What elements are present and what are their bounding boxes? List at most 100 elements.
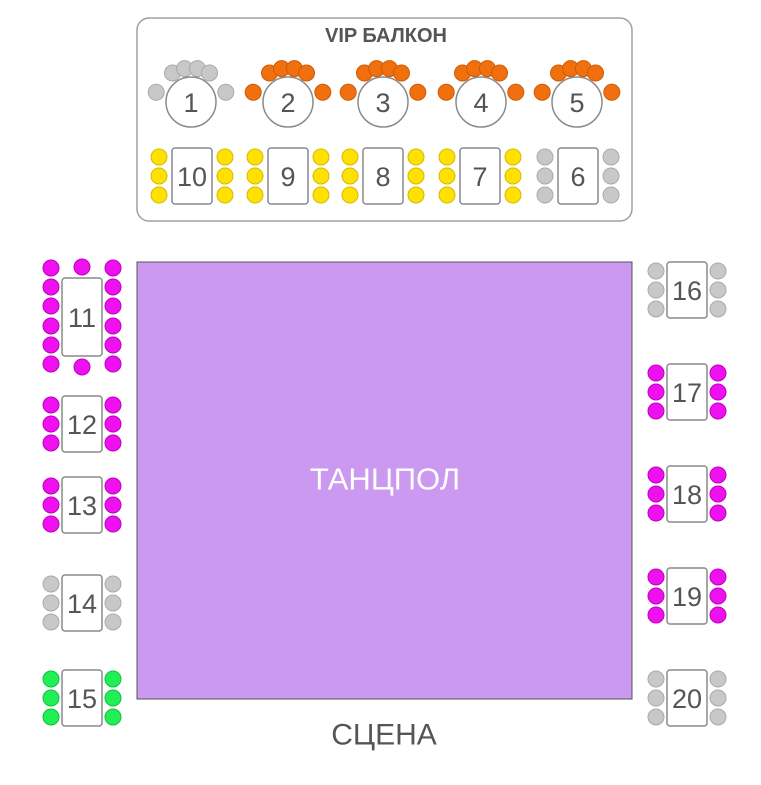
seat	[314, 83, 332, 101]
seat	[42, 496, 60, 514]
seat	[602, 186, 620, 204]
seat	[709, 402, 727, 420]
seat	[104, 708, 122, 726]
rect-table-top	[61, 574, 103, 632]
seat	[246, 148, 264, 166]
rect-table-top	[666, 465, 708, 523]
seat	[42, 613, 60, 631]
table-number: 14	[67, 589, 97, 619]
seat	[104, 575, 122, 593]
seat	[104, 515, 122, 533]
seat	[42, 594, 60, 612]
table-number: 1	[183, 88, 198, 118]
seat	[407, 186, 425, 204]
seat	[407, 167, 425, 185]
rect-table-top	[557, 147, 599, 205]
rect-table-top	[666, 363, 708, 421]
table-8[interactable]: 8	[341, 147, 425, 205]
seat	[42, 415, 60, 433]
rect-table-top	[61, 669, 103, 727]
seat	[709, 383, 727, 401]
seat	[709, 281, 727, 299]
seat	[393, 64, 410, 82]
seat	[709, 364, 727, 382]
round-table-top	[165, 76, 217, 128]
seat	[104, 689, 122, 707]
seat	[104, 278, 122, 296]
table-7[interactable]: 7	[438, 147, 522, 205]
seat	[647, 504, 665, 522]
seat	[647, 587, 665, 605]
seat	[533, 83, 551, 101]
seat	[217, 83, 235, 101]
seat	[42, 575, 60, 593]
seat	[709, 300, 727, 318]
table-number: 9	[280, 162, 295, 192]
seat	[42, 355, 60, 373]
seat	[150, 186, 168, 204]
seat	[536, 186, 554, 204]
seat	[42, 297, 60, 315]
seat	[437, 83, 455, 101]
table-number: 7	[472, 162, 487, 192]
seat	[536, 148, 554, 166]
table-19[interactable]: 19	[647, 567, 727, 625]
seat	[216, 148, 234, 166]
table-number: 18	[672, 480, 702, 510]
seat	[647, 281, 665, 299]
seat	[647, 485, 665, 503]
seat	[709, 708, 727, 726]
seat	[603, 83, 621, 101]
rect-table-top	[267, 147, 309, 205]
stage-label: СЦЕНА	[331, 719, 437, 752]
seat	[312, 186, 330, 204]
seat	[647, 708, 665, 726]
table-12[interactable]: 12	[42, 395, 122, 453]
rect-table-top	[171, 147, 213, 205]
seat	[647, 689, 665, 707]
rect-table-top	[362, 147, 404, 205]
table-3[interactable]: 3	[339, 60, 427, 128]
table-5[interactable]: 5	[533, 60, 621, 128]
seat	[647, 606, 665, 624]
table-15[interactable]: 15	[42, 669, 122, 727]
seat	[104, 336, 122, 354]
seat	[244, 83, 262, 101]
dance-floor-label: ТАНЦПОЛ	[310, 462, 460, 497]
seat	[104, 297, 122, 315]
seat	[42, 278, 60, 296]
seat	[536, 167, 554, 185]
seat	[104, 355, 122, 373]
table-9[interactable]: 9	[246, 147, 330, 205]
seat	[150, 148, 168, 166]
table-number: 4	[473, 88, 488, 118]
table-14[interactable]: 14	[42, 574, 122, 632]
seat	[298, 64, 315, 82]
table-2[interactable]: 2	[244, 60, 332, 128]
seat	[647, 262, 665, 280]
round-table-top	[455, 76, 507, 128]
seat	[104, 594, 122, 612]
table-6[interactable]: 6	[536, 147, 620, 205]
rect-table-top	[666, 669, 708, 727]
table-10[interactable]: 10	[150, 147, 234, 205]
table-17[interactable]: 17	[647, 363, 727, 421]
table-number: 10	[177, 162, 207, 192]
table-1[interactable]: 1	[147, 60, 235, 128]
table-18[interactable]: 18	[647, 465, 727, 523]
seat	[709, 670, 727, 688]
seat	[42, 515, 60, 533]
seat	[504, 148, 522, 166]
table-16[interactable]: 16	[647, 261, 727, 319]
table-13[interactable]: 13	[42, 476, 122, 534]
seat	[42, 708, 60, 726]
table-11[interactable]: 11	[42, 258, 122, 376]
seat	[104, 259, 122, 277]
seat	[647, 300, 665, 318]
seat	[438, 148, 456, 166]
seat	[104, 477, 122, 495]
table-4[interactable]: 4	[437, 60, 525, 128]
table-20[interactable]: 20	[647, 669, 727, 727]
seat	[42, 336, 60, 354]
